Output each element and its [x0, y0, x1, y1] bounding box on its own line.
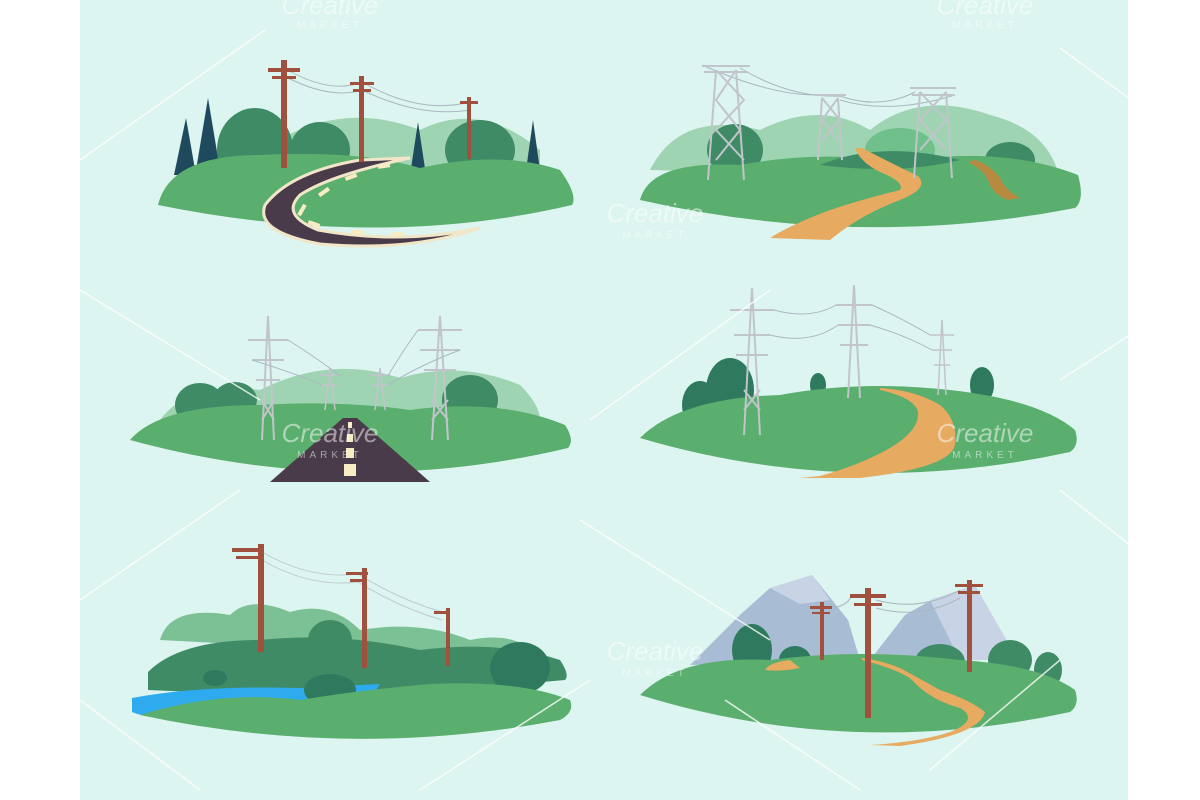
lattice-tower: [930, 319, 954, 396]
wooden-pole: [232, 544, 450, 668]
mountain: [770, 575, 830, 604]
wire: [769, 304, 933, 351]
road: [262, 156, 481, 248]
wire: [701, 64, 956, 107]
gantry-tower: [910, 87, 956, 179]
road-dashes: [297, 163, 405, 237]
dirt-path: [800, 388, 956, 478]
svg-text:MARKET: MARKET: [622, 668, 688, 679]
svg-text:Creative: Creative: [0, 636, 68, 666]
bush: [203, 670, 227, 686]
svg-text:Creative: Creative: [607, 198, 704, 228]
wire: [251, 329, 461, 386]
ground-back-hill: [820, 151, 960, 169]
watermark: Creative MARKET: [0, 636, 68, 679]
svg-text:Creative: Creative: [0, 198, 68, 228]
scene-path-gantry-towers: [640, 64, 1081, 240]
ground: [140, 683, 572, 739]
wooden-pole: [268, 60, 478, 168]
mountain: [930, 585, 1018, 660]
lattice-tower: [248, 315, 288, 441]
svg-text:MARKET: MARKET: [297, 450, 363, 461]
watermark: Creative MARKET: [607, 636, 704, 679]
pine-tree: [174, 118, 196, 175]
svg-text:MARKET: MARKET: [952, 20, 1018, 31]
scene-road-poles: [158, 60, 574, 248]
watermark-lines: [79, 29, 1200, 791]
pine-tree: [410, 122, 426, 175]
ground: [640, 155, 1081, 228]
svg-text:MARKET: MARKET: [952, 450, 1018, 461]
ground: [640, 386, 1077, 473]
pine-tree: [196, 98, 220, 170]
watermark: Creative MARKET: [282, 418, 379, 461]
watermark: Creative MARKET: [937, 418, 1034, 461]
scene-path-lattice-towers: [640, 284, 1077, 478]
gantry-tower: [702, 65, 750, 181]
scene-river-poles: [132, 544, 572, 739]
lattice-tower: [320, 367, 390, 411]
svg-text:Creative: Creative: [282, 418, 379, 448]
scene-road-lattice-towers: [130, 315, 571, 482]
watermark: Creative MARKET: [0, 198, 68, 241]
svg-text:Creative: Creative: [937, 0, 1034, 20]
dirt-path: [770, 148, 922, 240]
scene-mountain-path-poles: [640, 575, 1077, 746]
wooden-pole: [810, 580, 983, 718]
dirt-path: [765, 660, 800, 671]
wire: [283, 67, 471, 113]
watermark-marks: Creative MARKET Creative MARKET Creative…: [0, 0, 1034, 679]
watermark: Creative MARKET: [607, 198, 704, 241]
lattice-tower: [418, 315, 462, 441]
svg-text:Creative: Creative: [937, 418, 1034, 448]
lattice-tower: [730, 287, 774, 436]
bush: [490, 642, 550, 694]
svg-text:Creative: Creative: [607, 636, 704, 666]
road-dashes: [344, 422, 356, 476]
dirt-path: [968, 160, 1020, 200]
gantry-tower: [814, 94, 846, 161]
svg-text:MARKET: MARKET: [622, 230, 688, 241]
dirt-path: [862, 658, 985, 746]
svg-text:MARKET: MARKET: [297, 20, 363, 31]
wire: [261, 551, 443, 621]
svg-text:MARKET: MARKET: [0, 668, 53, 679]
watermark: Creative MARKET: [282, 0, 379, 31]
lattice-tower: [836, 284, 872, 399]
svg-text:MARKET: MARKET: [0, 230, 53, 241]
ground: [148, 637, 567, 694]
svg-text:Creative: Creative: [282, 0, 379, 20]
ground: [158, 153, 574, 228]
watermark: Creative MARKET: [937, 0, 1034, 31]
